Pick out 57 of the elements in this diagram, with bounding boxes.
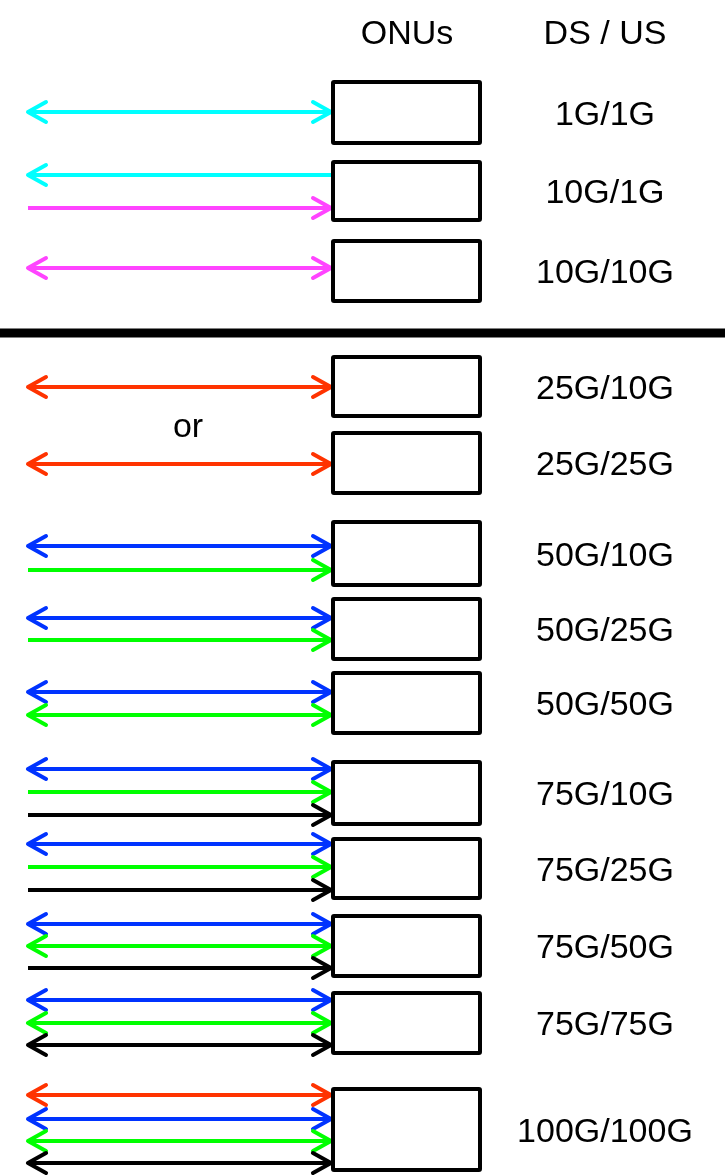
onu-box [331,760,482,826]
onu-box [331,355,482,418]
onu-box [331,914,482,978]
arrow [26,832,333,856]
rate-label: 10G/10G [536,251,674,291]
onu-box [331,160,482,222]
arrow [28,878,333,902]
arrow [28,780,333,804]
rate-label: 75G/25G [536,848,674,889]
onu-box [331,520,482,587]
rate-label: 1G/1G [554,92,656,133]
rate-label: 75G/10G [536,773,674,813]
arrow [28,855,333,879]
arrow [26,100,333,124]
arrow [26,912,333,936]
arrow [26,988,333,1012]
arrow [26,934,333,958]
arrow [26,534,333,558]
onu-box [331,1087,482,1172]
rate-label: 100G/100G [517,1109,693,1150]
rate-label: 75G/75G [536,1003,674,1043]
arrow [28,558,333,582]
rate-label: 50G/10G [536,533,674,574]
or-label: or [172,405,204,445]
arrow [26,256,333,280]
arrow [26,1011,333,1035]
header-label: ONUs [360,12,454,52]
arrow [26,1151,333,1175]
arrow [26,1107,333,1131]
onu-box [331,597,482,661]
arrow [26,163,333,187]
arrow [26,757,333,781]
arrow [26,1083,333,1107]
rate-label: 25G/10G [536,366,674,407]
arrow [28,956,333,980]
rate-label: 50G/25G [536,609,674,649]
rate-label: 75G/50G [536,926,674,966]
arrow [26,452,333,476]
onu-box [331,431,482,495]
header-label: DS / US [543,12,667,52]
arrow [26,703,333,727]
arrow [26,680,333,704]
onu-box [331,991,482,1055]
rate-label: 25G/25G [536,443,674,483]
arrow [28,628,333,652]
rate-label: 10G/1G [545,171,665,211]
arrow [26,375,333,399]
onu-box [331,239,482,303]
onu-box [331,671,482,735]
onu-box [331,80,482,145]
arrow [26,1129,333,1153]
onu-box [331,837,482,900]
arrow [28,803,333,827]
arrow [26,606,333,630]
rate-label: 50G/50G [536,683,674,723]
arrow [28,196,333,220]
arrow [26,1033,333,1057]
